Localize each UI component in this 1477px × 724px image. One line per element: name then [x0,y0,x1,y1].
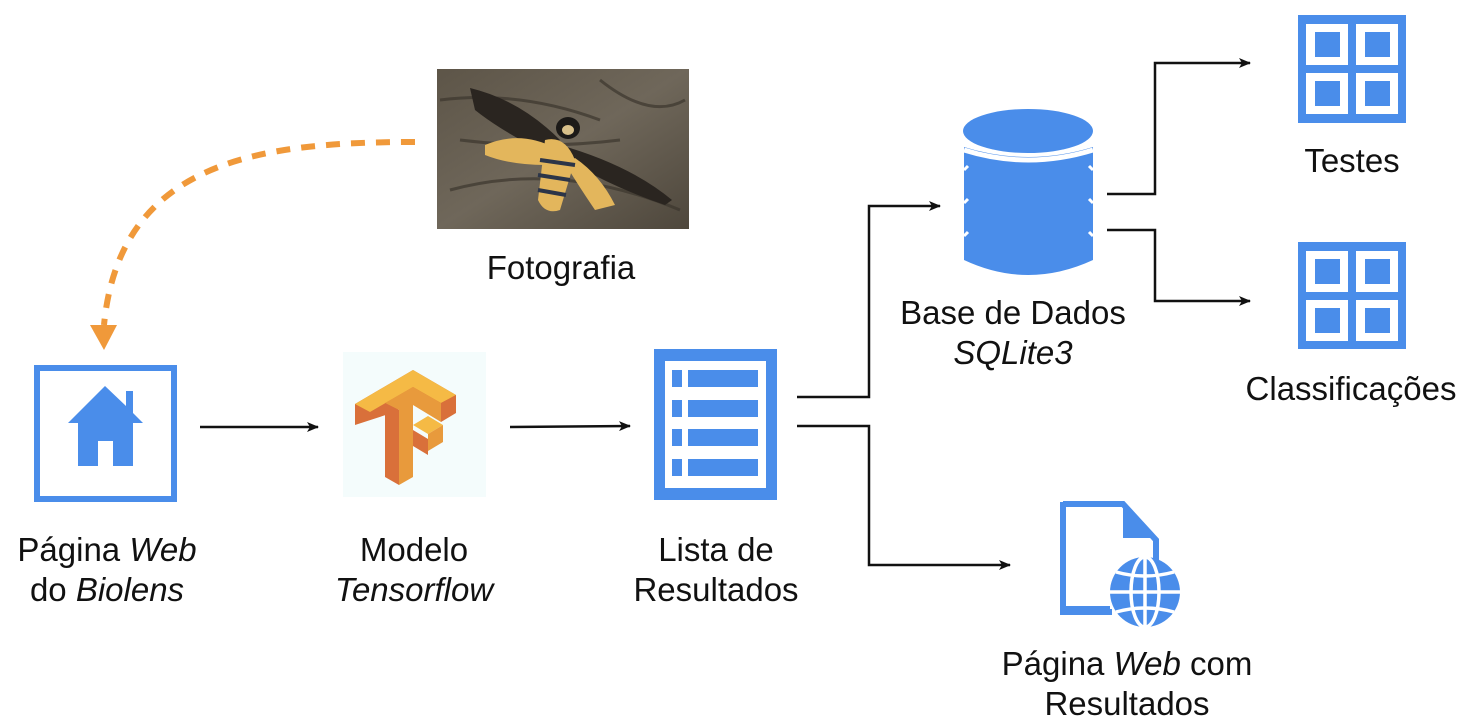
tensorflow-logo [343,352,486,497]
model-label-line1: Modelo [359,531,469,568]
results-page-label: Página Web com Resultados [1002,644,1253,724]
results-list-label: Lista de Resultados [633,530,798,610]
edge-database-to-tests [1107,58,1251,196]
database-icon [962,109,1095,275]
grid-table-icon [1298,242,1406,349]
list-icon [654,349,777,500]
classifications-label: Classificações [1245,370,1457,407]
grid-table-icon [1298,15,1406,123]
database-label-line1: Base de Dados [900,294,1126,331]
edge-database-to-classifications [1107,228,1251,306]
database-label-line2: SQLite3 [953,334,1073,371]
web-page-label-line1: Página Web [17,531,197,568]
tests-label: Testes [1304,142,1400,179]
results-page-label-line1: Página Web com [1001,645,1253,682]
model-label-line2: Tensorflow [334,571,494,608]
home-icon [34,365,177,502]
moth-photo [437,69,689,229]
database-label: Base de Dados SQLite3 [900,293,1126,373]
results-list-label-line1: Lista de [658,531,774,568]
results-page-label-line2: Resultados [1044,685,1210,722]
edge-results-list-to-results-page [797,424,1011,570]
web-document-icon [1060,501,1180,629]
results-list-label-line2: Resultados [633,571,799,608]
edge-model-to-results-list [509,421,631,432]
edge-photo-to-web-page [90,139,416,350]
web-page-label: Página Web do Biolens [17,530,196,610]
model-label: Modelo Tensorflow [335,530,493,610]
edge-results-list-to-database [797,201,941,399]
photo-label: Fotografia [486,249,636,286]
web-page-label-line2: do Biolens [29,571,185,608]
